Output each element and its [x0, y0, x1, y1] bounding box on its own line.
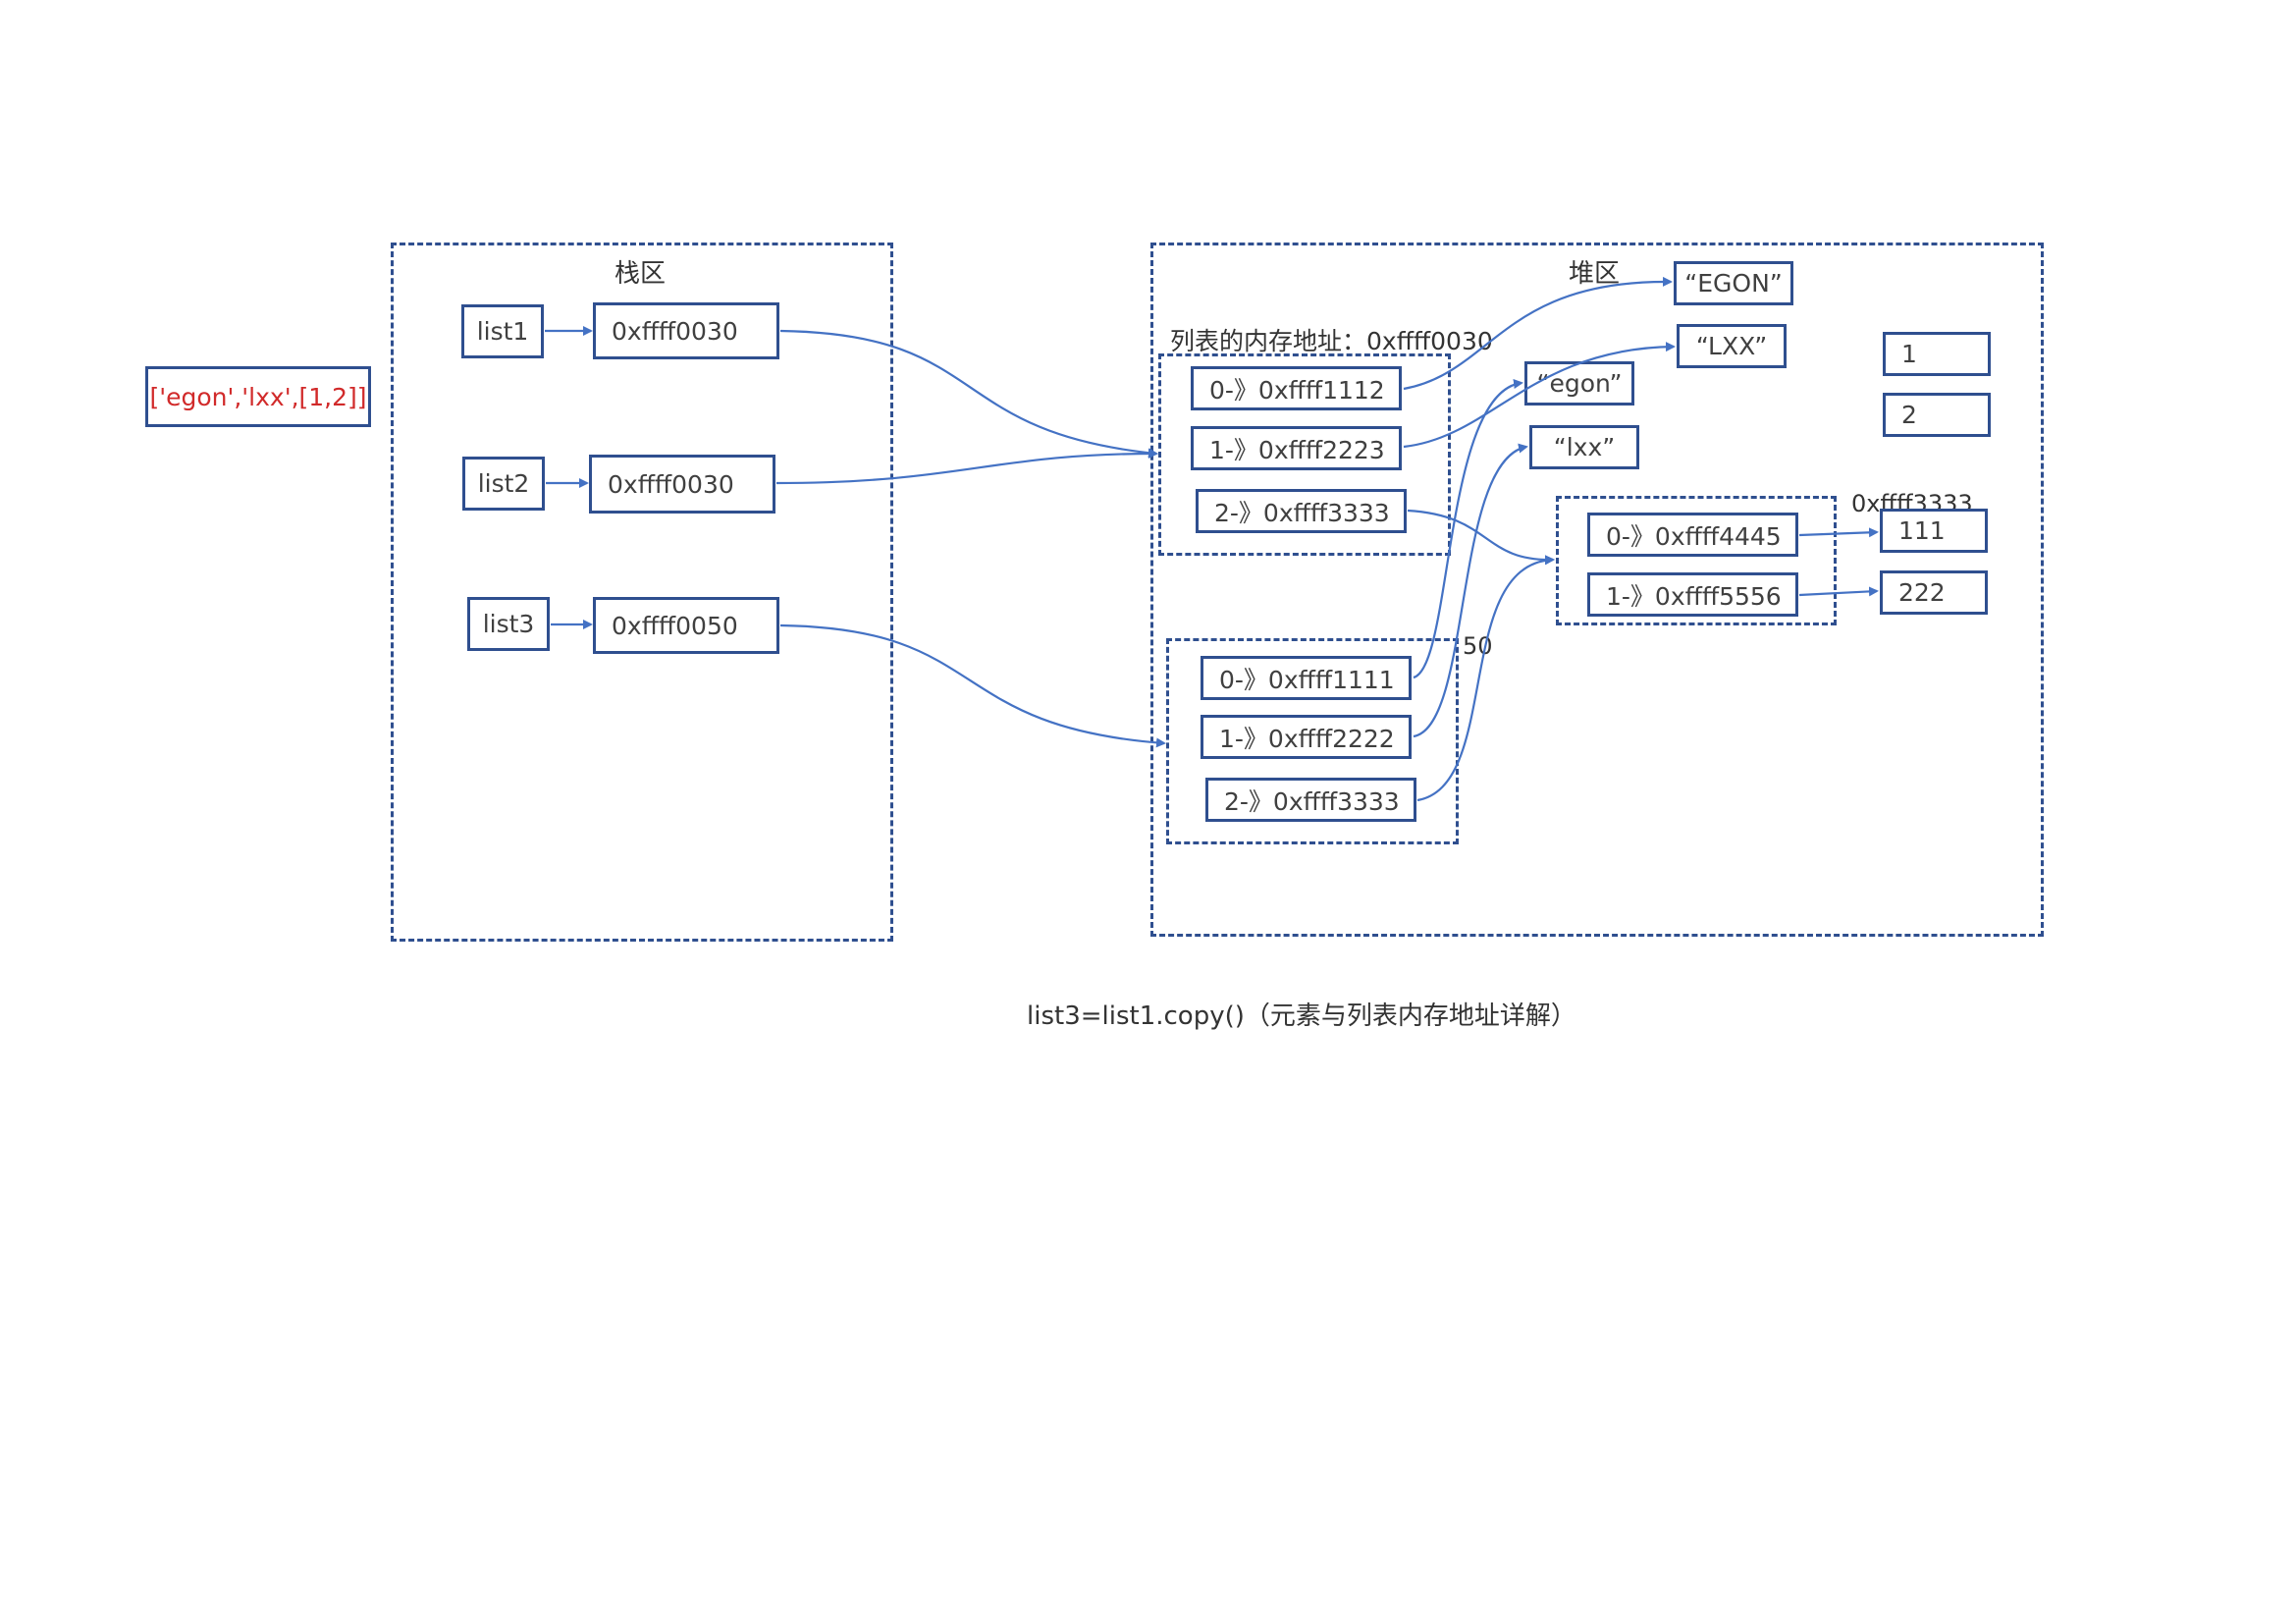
- list-item-text: 2-》0xffff3333: [1224, 786, 1400, 816]
- list1-item-1: 1-》0xffff2223: [1191, 426, 1402, 470]
- inner-item-1: 1-》0xffff5556: [1587, 572, 1798, 617]
- arrow-inner0-to-111: [1798, 527, 1879, 538]
- int-2: 2: [1883, 393, 1991, 437]
- string-text: “EGON”: [1684, 269, 1783, 298]
- stack-title: 栈区: [614, 259, 667, 289]
- int-text: 1: [1901, 340, 1917, 368]
- list-item-text: 1-》0xffff2223: [1209, 435, 1385, 464]
- list-item-text: 1-》0xffff5556: [1606, 581, 1782, 611]
- arrow-l1i1-to-LXX: [1403, 342, 1676, 449]
- list-item-text: 2-》0xffff3333: [1214, 498, 1390, 527]
- list1-item-0: 0-》0xffff1112: [1191, 366, 1402, 410]
- arrow-l3i1-to-lxx: [1413, 443, 1528, 738]
- stack-var-name: list1: [476, 317, 529, 346]
- arrow-l1i2-to-inner: [1407, 509, 1555, 566]
- stack-region: [391, 243, 893, 942]
- string-EGON: “EGON”: [1674, 261, 1793, 305]
- arrow-l3i2-to-inner: [1416, 555, 1555, 802]
- list-item-text: 1-》0xffff2222: [1219, 724, 1395, 753]
- list3-item-0: 0-》0xffff1111: [1201, 656, 1412, 700]
- string-text: “egon”: [1536, 369, 1623, 398]
- arrow-list1-to-heap: [779, 329, 1158, 459]
- list3-object-region: [1166, 638, 1459, 844]
- list1-object-region: [1158, 353, 1451, 556]
- stack-var-list3: list3: [467, 597, 550, 651]
- list-item-text: 0-》0xffff4445: [1606, 521, 1782, 551]
- arrow-l1i0-to-EGON: [1403, 276, 1673, 391]
- stack-addr-list3: 0xffff0050: [593, 597, 779, 654]
- inner-value-111: 111: [1880, 509, 1988, 553]
- string-lxx: “lxx”: [1529, 425, 1639, 469]
- stack-addr-list2: 0xffff0030: [589, 455, 775, 514]
- list-item-text: 0-》0xffff1112: [1209, 375, 1385, 405]
- list-item-text: 0-》0xffff1111: [1219, 665, 1395, 694]
- heap-region: [1150, 243, 2044, 937]
- list3-item-1: 1-》0xffff2222: [1201, 715, 1412, 759]
- string-text: “LXX”: [1695, 332, 1768, 360]
- arrow-list2-to-heap: [775, 449, 1158, 485]
- string-text: “lxx”: [1553, 433, 1616, 461]
- stack-var-list1: list1: [461, 304, 544, 358]
- stack-addr-text: 0xffff0030: [612, 316, 738, 346]
- list1-object-caption: 列表的内存地址：0xffff0030: [1170, 327, 1493, 355]
- stack-var-name: list3: [482, 610, 535, 638]
- list3-item-2: 2-》0xffff3333: [1205, 778, 1416, 822]
- int-text: 2: [1901, 401, 1917, 429]
- int-1: 1: [1883, 332, 1991, 376]
- list-literal-box: ['egon','lxx',[1,2]]: [145, 366, 371, 427]
- arrow-l3i0-to-egon: [1413, 379, 1523, 679]
- inner-list-region: [1556, 496, 1837, 625]
- heap-title: 堆区: [1569, 259, 1621, 289]
- arrow-inner1-to-222: [1798, 586, 1879, 597]
- stack-var-list2: list2: [462, 457, 545, 511]
- stack-addr-list1: 0xffff0030: [593, 302, 779, 359]
- stack-addr-text: 0xffff0050: [612, 611, 738, 640]
- list-literal-text: ['egon','lxx',[1,2]]: [149, 382, 367, 411]
- stack-addr-text: 0xffff0030: [608, 469, 734, 499]
- inner-value-222: 222: [1880, 570, 1988, 615]
- inner-item-0: 0-》0xffff4445: [1587, 513, 1798, 557]
- arrow-list3-to-heap: [779, 623, 1166, 748]
- int-text: 111: [1898, 516, 1946, 545]
- string-LXX: “LXX”: [1677, 324, 1787, 368]
- int-text: 222: [1898, 578, 1946, 607]
- string-egon: “egon”: [1524, 361, 1634, 406]
- list1-item-2: 2-》0xffff3333: [1196, 489, 1407, 533]
- stack-var-name: list2: [477, 469, 530, 498]
- diagram-caption: list3=list1.copy()（元素与列表内存地址详解）: [1027, 1001, 1576, 1031]
